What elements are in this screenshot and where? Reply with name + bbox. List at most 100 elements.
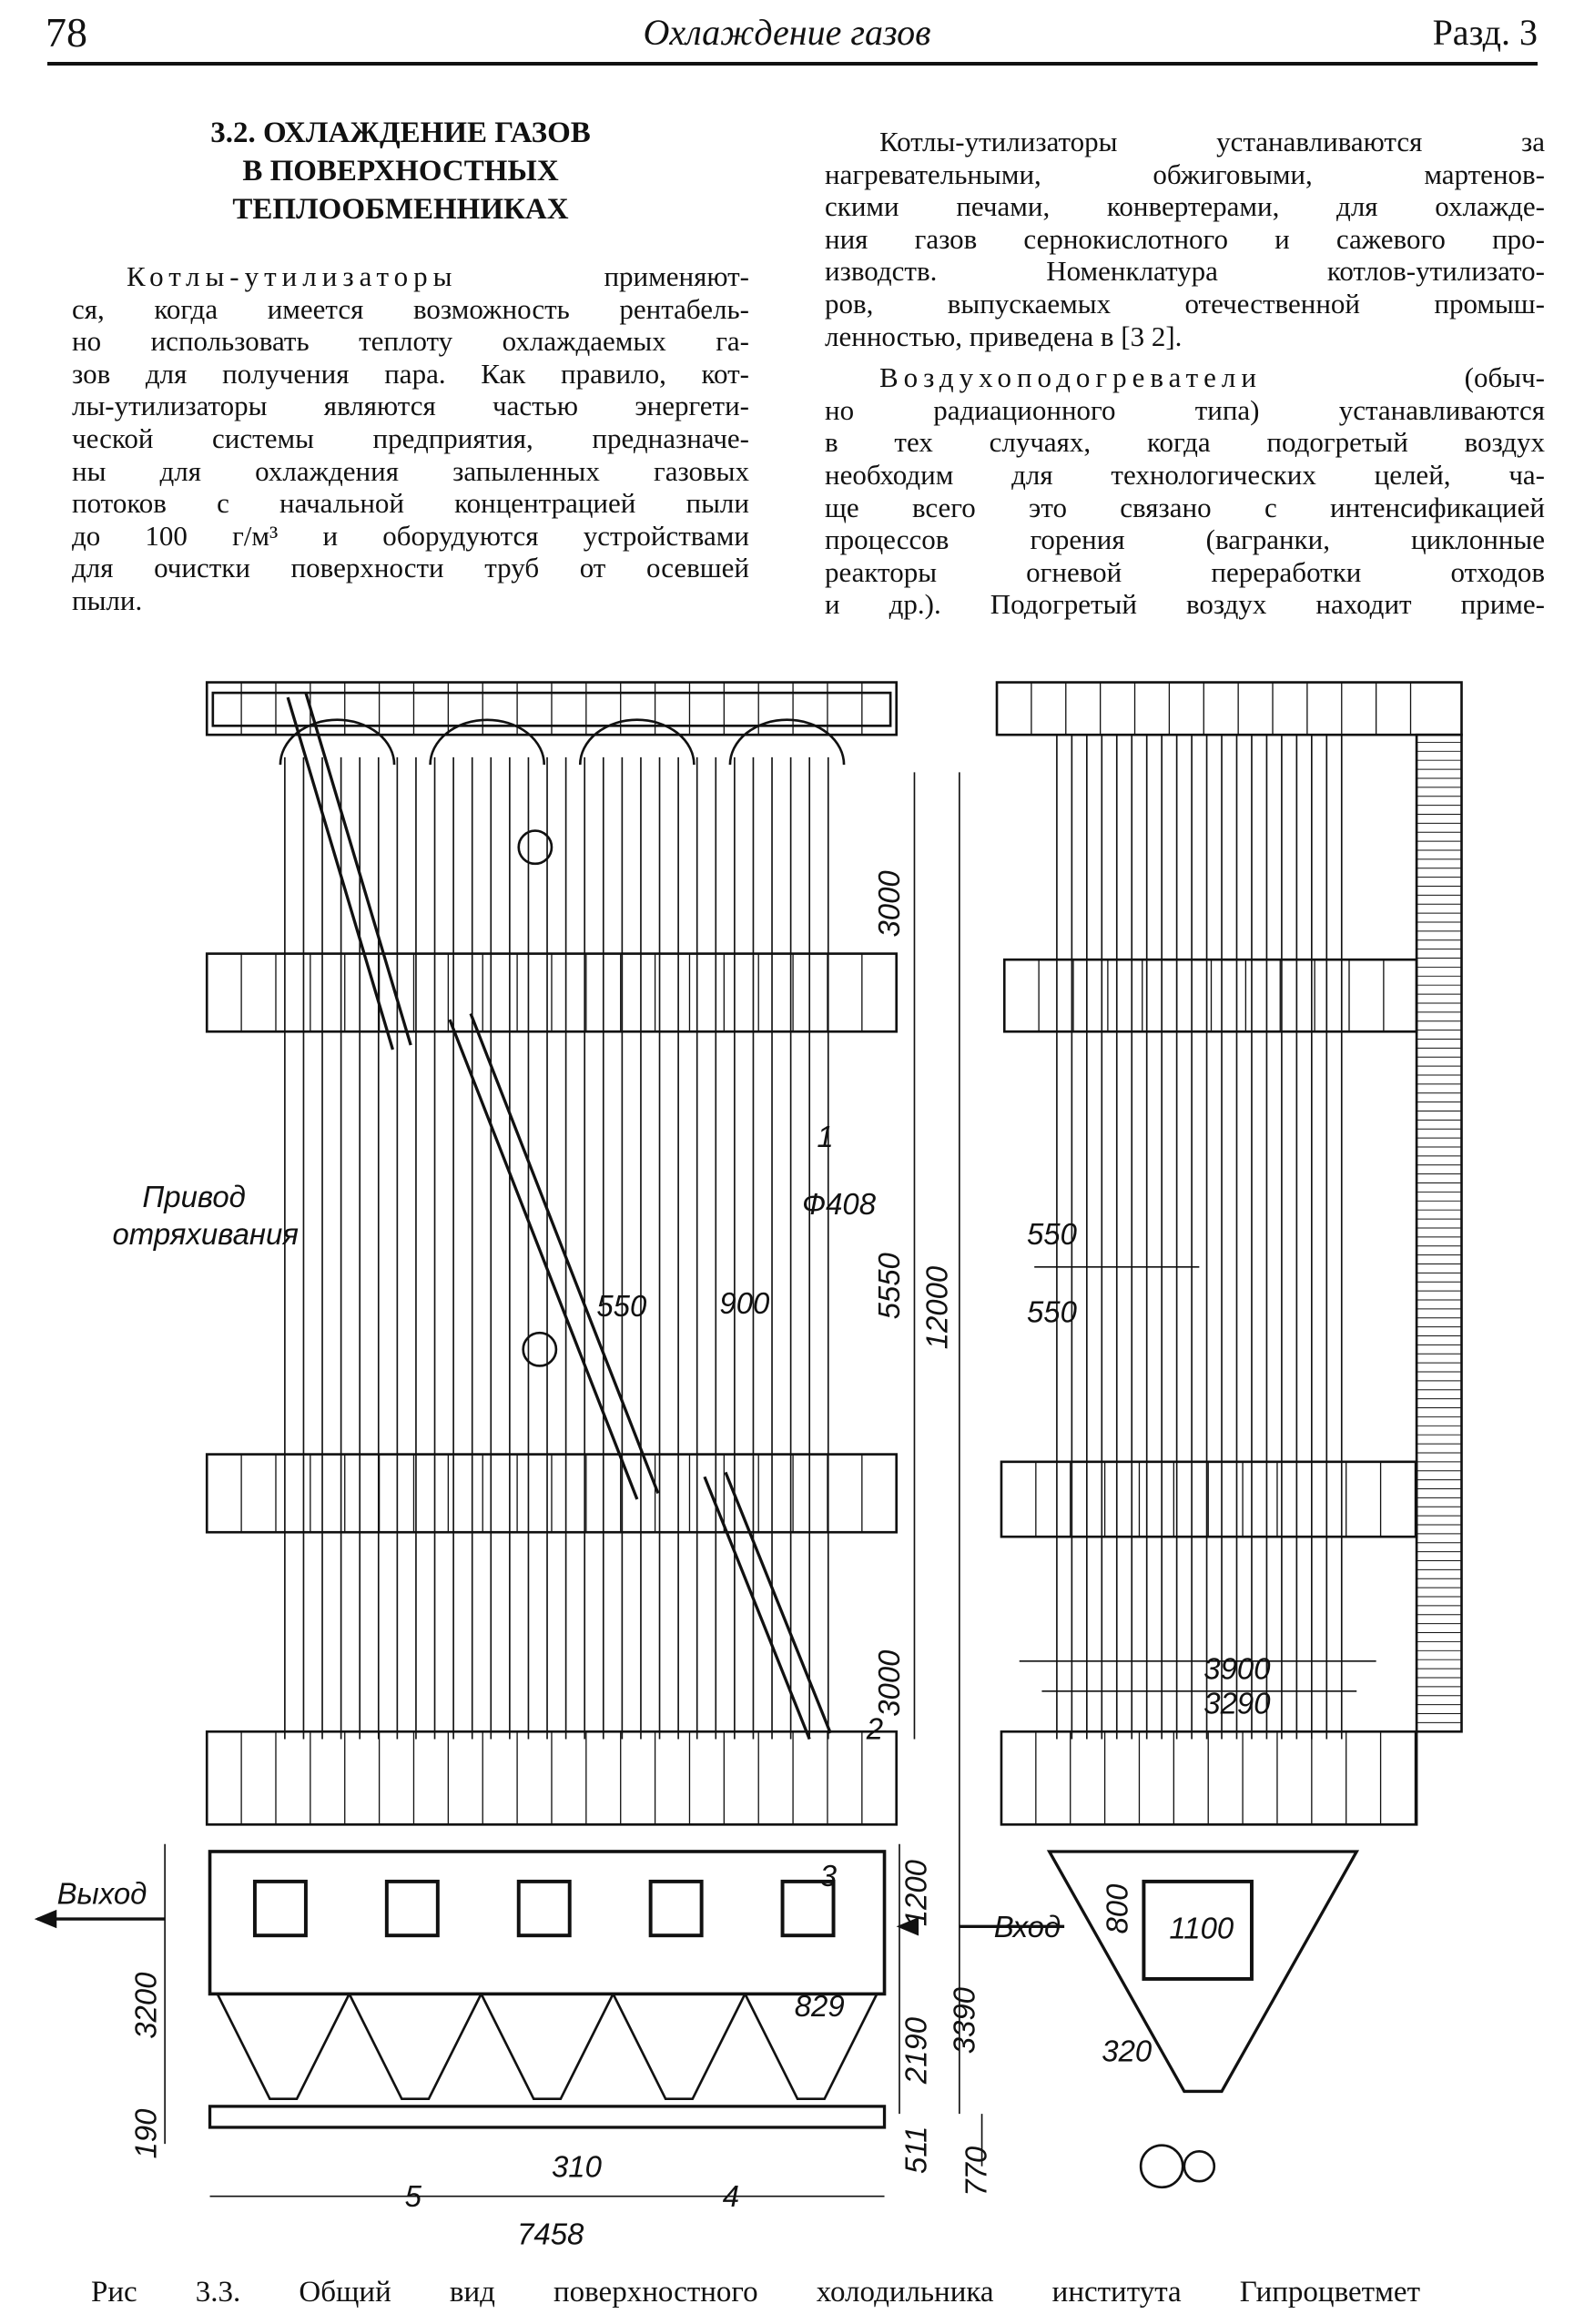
text-line: ческой системы предприятия, предназначе- bbox=[72, 421, 749, 454]
drive-label: Привод bbox=[142, 1180, 245, 1213]
dim-7458: 7458 bbox=[517, 2217, 584, 2250]
position-5: 5 bbox=[405, 2179, 422, 2213]
dim-5550: 5550 bbox=[872, 1252, 906, 1319]
dim-190: 190 bbox=[128, 2108, 162, 2159]
side-hopper bbox=[1046, 1850, 1360, 2094]
dim-770: 770 bbox=[960, 2146, 993, 2197]
outlet-label: Выход bbox=[57, 1877, 147, 1911]
position-3: 3 bbox=[820, 1859, 838, 1893]
text-line: ния газов сернокислотного и сажевого про… bbox=[825, 222, 1545, 255]
text-line: скими печами, конвертерами, для охлажде- bbox=[825, 190, 1545, 223]
dim-310: 310 bbox=[552, 2149, 603, 2183]
hopper-cone bbox=[744, 1993, 878, 2100]
drive-wheel-upper bbox=[517, 829, 553, 866]
lead-term: Котлы-утилизаторы bbox=[127, 260, 458, 292]
dim-3390: 3390 bbox=[947, 1986, 980, 2054]
section-reference: Разд. 3 bbox=[1432, 12, 1538, 53]
text-line: Котлы-утилизаторы устанавливаются за bbox=[879, 126, 1545, 157]
arrow-heads bbox=[34, 1909, 919, 1936]
side-platform-upper bbox=[1002, 958, 1418, 1033]
text-line: лы-утилизаторы являются частью энергети- bbox=[72, 390, 749, 422]
text-line: но радиационного типа) устанавливаются bbox=[825, 393, 1545, 426]
page-number: 78 bbox=[46, 9, 87, 56]
dim-12000: 12000 bbox=[920, 1265, 954, 1349]
left-column: Котлы-утилизаторы применяют- ся, когда и… bbox=[72, 260, 749, 617]
base-beam bbox=[208, 2105, 887, 2129]
drive-label: отряхивания bbox=[113, 1217, 299, 1251]
position-4: 4 bbox=[723, 2179, 739, 2213]
section-heading: 3.2. ОХЛАЖДЕНИЕ ГАЗОВ В ПОВЕРХНОСТНЫХ ТЕ… bbox=[109, 114, 692, 228]
cleaning-hatch bbox=[648, 1879, 704, 1938]
side-dim-550-bottom: 550 bbox=[1027, 1295, 1078, 1329]
text-line: реакторы огневой переработки отходов bbox=[825, 555, 1545, 588]
figure-caption: Рис 3.3. Общий вид поверхностного холоди… bbox=[91, 2276, 1420, 2309]
dim-511: 511 bbox=[899, 2126, 933, 2175]
dim-829: 829 bbox=[795, 1989, 845, 2023]
text-line: но использовать теплоту охлаждаемых га- bbox=[72, 325, 749, 358]
text-line: до 100 г/м³ и оборудуются устройствами bbox=[72, 519, 749, 552]
side-dim-320: 320 bbox=[1102, 2035, 1153, 2068]
cleaning-hatch bbox=[384, 1879, 440, 1938]
dim-550: 550 bbox=[596, 1289, 647, 1323]
dome bbox=[279, 718, 396, 766]
text-fragment: (обыч- bbox=[1261, 361, 1545, 394]
lead-term: Воздухоподогреватели bbox=[879, 361, 1262, 394]
dimension-lines bbox=[164, 772, 1376, 2197]
fan-motor bbox=[1183, 2149, 1216, 2183]
text-line: ся, когда имеется возможность рентабель- bbox=[72, 292, 749, 325]
dome bbox=[578, 718, 696, 766]
text-line: пыли. bbox=[72, 584, 143, 616]
figure-labels: Привод отряхивания 1 2 3 4 5 Ф408 550 90… bbox=[57, 870, 1272, 2251]
flow-arrows bbox=[37, 1917, 1065, 1928]
text-line: Котлы-утилизаторы применяют- bbox=[72, 260, 749, 293]
dim-1200: 1200 bbox=[899, 1859, 933, 1926]
dim-3200: 3200 bbox=[128, 1972, 162, 2039]
fan bbox=[1139, 2144, 1184, 2189]
hopper-cone bbox=[480, 1993, 614, 2100]
ladder bbox=[1415, 733, 1463, 1733]
heading-line: В ПОВЕРХНОСТНЫХ bbox=[242, 155, 559, 188]
position-2: 2 bbox=[866, 1711, 883, 1745]
side-dim-550-top: 550 bbox=[1027, 1217, 1078, 1251]
dim-2190: 2190 bbox=[899, 2016, 933, 2085]
inspection-hatch bbox=[1142, 1879, 1254, 1981]
drawing-geometry bbox=[34, 681, 1463, 2197]
hopper-cone bbox=[348, 1993, 482, 2100]
hopper-cone bbox=[216, 1993, 350, 2100]
diameter-label: Ф408 bbox=[802, 1187, 877, 1221]
right-column: Котлы-утилизаторы устанавливаются за наг… bbox=[825, 126, 1545, 621]
side-platform-lower bbox=[1000, 1460, 1418, 1538]
dim-3000-bottom: 3000 bbox=[872, 1649, 906, 1717]
heading-line: 3.2. ОХЛАЖДЕНИЕ ГАЗОВ bbox=[210, 117, 591, 149]
drive-wheel-lower bbox=[522, 1331, 558, 1367]
text-fragment: применяют- bbox=[457, 260, 749, 292]
position-1: 1 bbox=[817, 1120, 833, 1153]
side-dim-3900: 3900 bbox=[1203, 1652, 1271, 1686]
dome bbox=[429, 718, 546, 766]
text-line: необходим для технологических целей, ча- bbox=[825, 458, 1545, 491]
cleaning-hatch bbox=[252, 1879, 308, 1938]
text-line: ленностью, приведена в [3 2]. bbox=[825, 320, 1183, 352]
header-rule bbox=[47, 62, 1538, 66]
heading-line: ТЕПЛООБМЕННИКАХ bbox=[232, 193, 569, 226]
text-line: ров, выпускаемых отечественной промыш- bbox=[825, 287, 1545, 320]
dome bbox=[728, 718, 846, 766]
side-dim-800: 800 bbox=[1100, 1883, 1133, 1934]
text-line: процессов горения (вагранки, циклонные bbox=[825, 523, 1545, 556]
cleaning-hatch bbox=[516, 1879, 572, 1938]
hopper-housing bbox=[208, 1850, 887, 1996]
text-line: ще всего это связано с интенсификацией bbox=[825, 491, 1545, 523]
text-line: потоков с начальной концентрацией пыли bbox=[72, 487, 749, 520]
side-dim-1100: 1100 bbox=[1169, 1911, 1234, 1944]
text-line: зов для получения пара. Как правило, кот… bbox=[72, 357, 749, 390]
side-top-platform bbox=[995, 681, 1463, 736]
text-line: нагревательными, обжиговыми, мартенов- bbox=[825, 157, 1545, 190]
text-line: ны для охлаждения запыленных газовых bbox=[72, 454, 749, 487]
dim-3000-top: 3000 bbox=[872, 870, 906, 938]
running-title: Охлаждение газов bbox=[643, 12, 931, 53]
side-dim-3290: 3290 bbox=[1203, 1686, 1271, 1720]
text-line: Воздухоподогреватели (обыч- bbox=[825, 361, 1545, 394]
inlet-label: Вход bbox=[994, 1910, 1061, 1943]
text-line: в тех случаях, когда подогретый воздух bbox=[825, 426, 1545, 459]
